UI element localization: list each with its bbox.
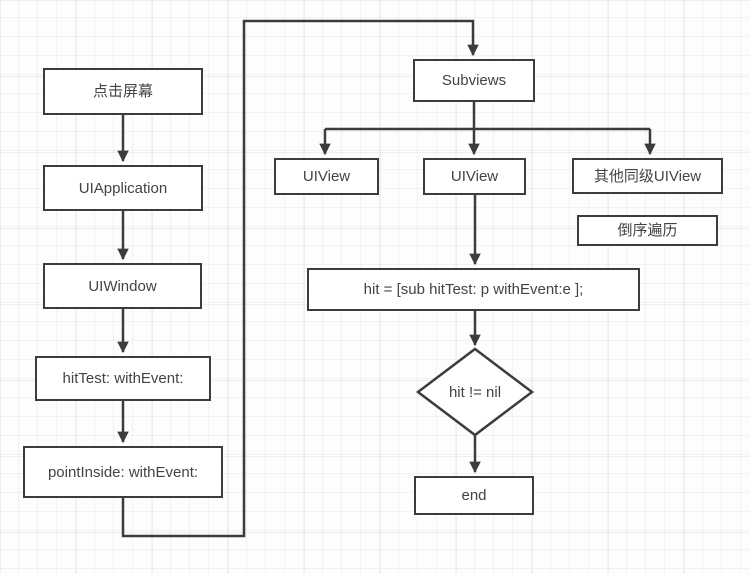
node-reverse-traversal: 倒序遍历 [577,215,718,246]
node-hittest: hitTest: withEvent: [35,356,211,401]
node-hit-not-nil-label: hit != nil [448,383,502,401]
decision-diamond-shape [415,347,535,437]
node-uiapplication: UIApplication [43,165,203,211]
node-hit-assignment: hit = [sub hitTest: p withEvent:e ]; [307,268,640,311]
node-uiwindow: UIWindow [43,263,202,309]
node-subviews: Subviews [413,59,535,102]
connector-pointinside-to-subviews [121,19,479,538]
node-tap-screen: 点击屏幕 [43,68,203,115]
node-end: end [414,476,534,515]
node-uiview-middle: UIView [423,158,526,195]
node-sibling-uiviews: 其他同级UIView [572,158,723,194]
node-pointinside: pointInside: withEvent: [23,446,223,498]
node-uiview-left: UIView [274,158,379,195]
